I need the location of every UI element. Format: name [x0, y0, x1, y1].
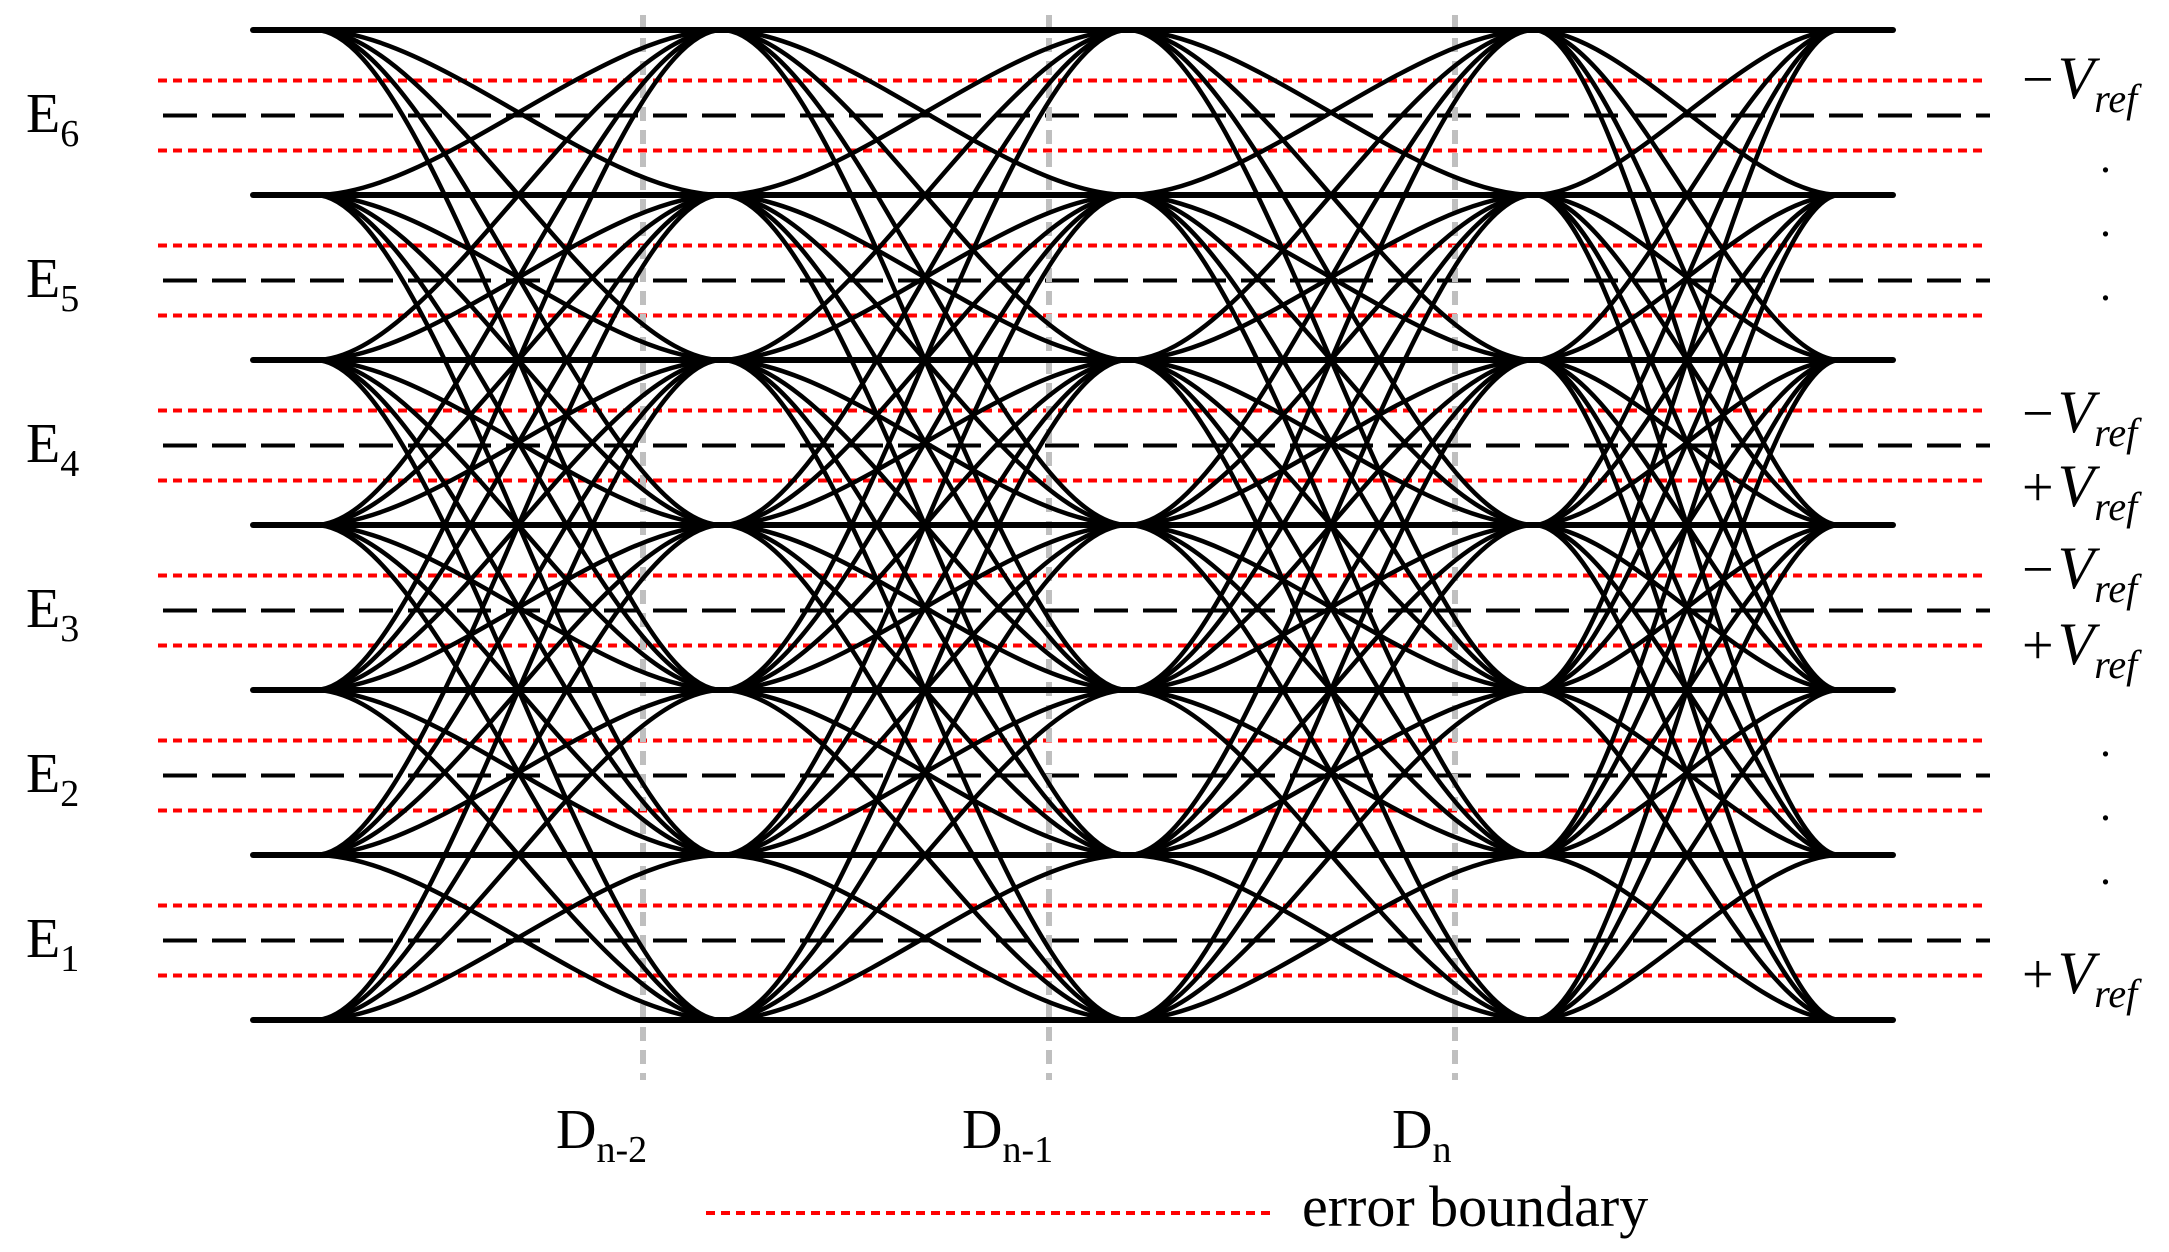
error-level-labels: E6 E5 E4 E3 E2 E1 — [26, 83, 79, 980]
transition-trace — [1127, 357, 1535, 1023]
level-label-e3: E3 — [26, 578, 79, 650]
transition-trace — [314, 27, 723, 693]
transition-trace — [314, 687, 723, 1023]
transition-trace — [721, 192, 1129, 693]
transition-trace — [1127, 27, 1535, 198]
transition-trace — [721, 27, 1129, 363]
transition-trace — [314, 192, 723, 858]
ellipsis-dot: . — [2100, 781, 2111, 830]
ellipsis-dots: . . . . . . — [2100, 133, 2111, 894]
signal-traces — [250, 27, 1896, 1023]
transition-trace — [1127, 852, 1535, 1023]
transition-trace — [1533, 27, 1841, 363]
transition-trace — [314, 852, 723, 1023]
transition-trace — [721, 27, 1129, 198]
sample-label-dn-2: Dn-2 — [556, 1099, 647, 1171]
transition-trace — [1533, 357, 1841, 1023]
vref-label-6: +Vref — [2022, 940, 2142, 1016]
transition-trace — [721, 522, 1129, 1023]
vref-label-5: +Vref — [2022, 611, 2142, 687]
sample-instant-labels: Dn-2 Dn-1 Dn — [556, 1099, 1451, 1171]
ellipsis-dot: . — [2100, 845, 2111, 894]
sample-label-dn: Dn — [1392, 1099, 1451, 1171]
transition-trace — [1127, 687, 1535, 1023]
transition-trace — [1127, 357, 1535, 858]
level-label-e5: E5 — [26, 248, 79, 320]
transition-trace — [1533, 522, 1841, 1023]
vref-label-3: +Vref — [2022, 453, 2142, 529]
transition-trace — [721, 852, 1129, 1023]
vref-label-1: −Vref — [2022, 45, 2142, 121]
vref-label-4: −Vref — [2022, 535, 2142, 611]
transition-trace — [1127, 522, 1535, 1023]
sample-label-dn-1: Dn-1 — [962, 1099, 1053, 1171]
transition-trace — [1533, 852, 1841, 1023]
transition-trace — [721, 192, 1129, 858]
transition-trace — [1127, 27, 1535, 363]
legend-label: error boundary — [1302, 1174, 1648, 1239]
transition-trace — [314, 27, 723, 363]
transition-trace — [314, 357, 723, 1023]
transition-trace — [1533, 687, 1841, 1023]
level-label-e4: E4 — [26, 413, 79, 485]
transition-trace — [721, 27, 1129, 528]
legend: error boundary — [706, 1174, 1648, 1239]
transition-trace — [721, 687, 1129, 1023]
transition-trace — [1127, 27, 1535, 693]
transition-trace — [1533, 27, 1841, 528]
transition-trace — [1533, 27, 1841, 198]
transition-trace — [721, 357, 1129, 858]
transition-trace — [314, 192, 723, 693]
ellipsis-dot: . — [2100, 261, 2111, 310]
ellipsis-dot: . — [2100, 717, 2111, 766]
transition-trace — [721, 27, 1129, 693]
sampling-instant-lines — [640, 15, 1458, 1080]
transition-trace — [721, 357, 1129, 1023]
transition-trace — [1533, 27, 1841, 693]
transition-trace — [314, 27, 723, 198]
level-label-e1: E1 — [26, 908, 79, 980]
transition-trace — [314, 27, 723, 528]
transition-trace — [1127, 27, 1535, 528]
ellipsis-dot: . — [2100, 133, 2111, 182]
level-label-e6: E6 — [26, 83, 79, 155]
level-label-e2: E2 — [26, 743, 79, 815]
vref-labels: −Vref −Vref +Vref −Vref +Vref +Vref — [2022, 45, 2142, 1016]
transition-trace — [1533, 357, 1841, 858]
transition-trace — [314, 522, 723, 1023]
vref-label-2: −Vref — [2022, 379, 2142, 455]
transition-trace — [1533, 192, 1841, 693]
transition-trace — [1533, 192, 1841, 858]
ellipsis-dot: . — [2100, 197, 2111, 246]
transition-trace — [1127, 192, 1535, 858]
transition-trace — [1127, 192, 1535, 693]
transition-trace — [314, 357, 723, 858]
